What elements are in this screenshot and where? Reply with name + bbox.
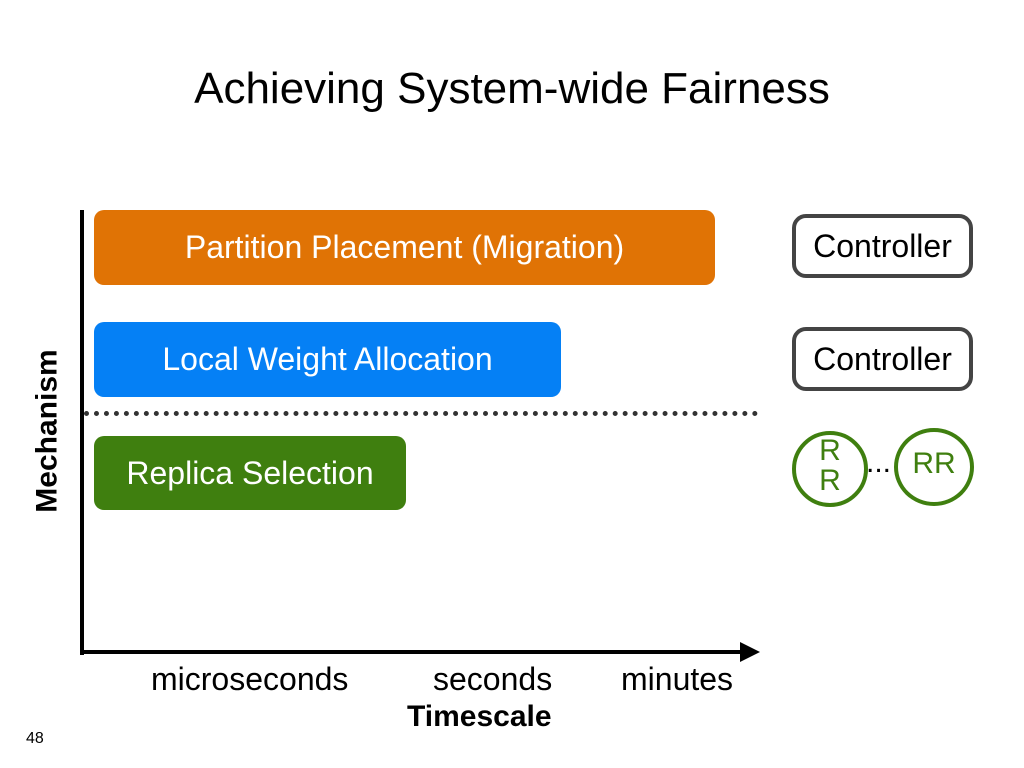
y-axis-title: Mechanism: [30, 349, 64, 513]
x-tick-microseconds: microseconds: [151, 661, 349, 697]
x-axis-line: [84, 650, 746, 654]
x-axis-arrow-icon: [740, 642, 760, 662]
dotted-separator: [84, 411, 758, 416]
mechanism-bar-local-weight-allocation: Local Weight Allocation: [94, 322, 561, 397]
controller-box-middle: Controller: [792, 327, 973, 391]
x-axis-title: Timescale: [407, 700, 552, 733]
y-axis-line: [80, 210, 84, 655]
mechanism-bar-partition-placement: Partition Placement (Migration): [94, 210, 715, 285]
mechanism-bar-replica-selection: Replica Selection: [94, 436, 406, 510]
request-router-large: RR: [894, 428, 974, 506]
request-router-small: R R: [792, 431, 868, 507]
controller-box-top: Controller: [792, 214, 973, 278]
request-router-small-label: R R: [819, 434, 841, 497]
request-router-large-label: RR: [912, 447, 956, 480]
request-router-ellipsis: ...: [866, 446, 892, 479]
page-number: 48: [26, 730, 44, 747]
x-tick-seconds: seconds: [433, 661, 553, 697]
slide-title: Achieving System-wide Fairness: [194, 64, 830, 113]
x-tick-minutes: minutes: [621, 661, 734, 697]
